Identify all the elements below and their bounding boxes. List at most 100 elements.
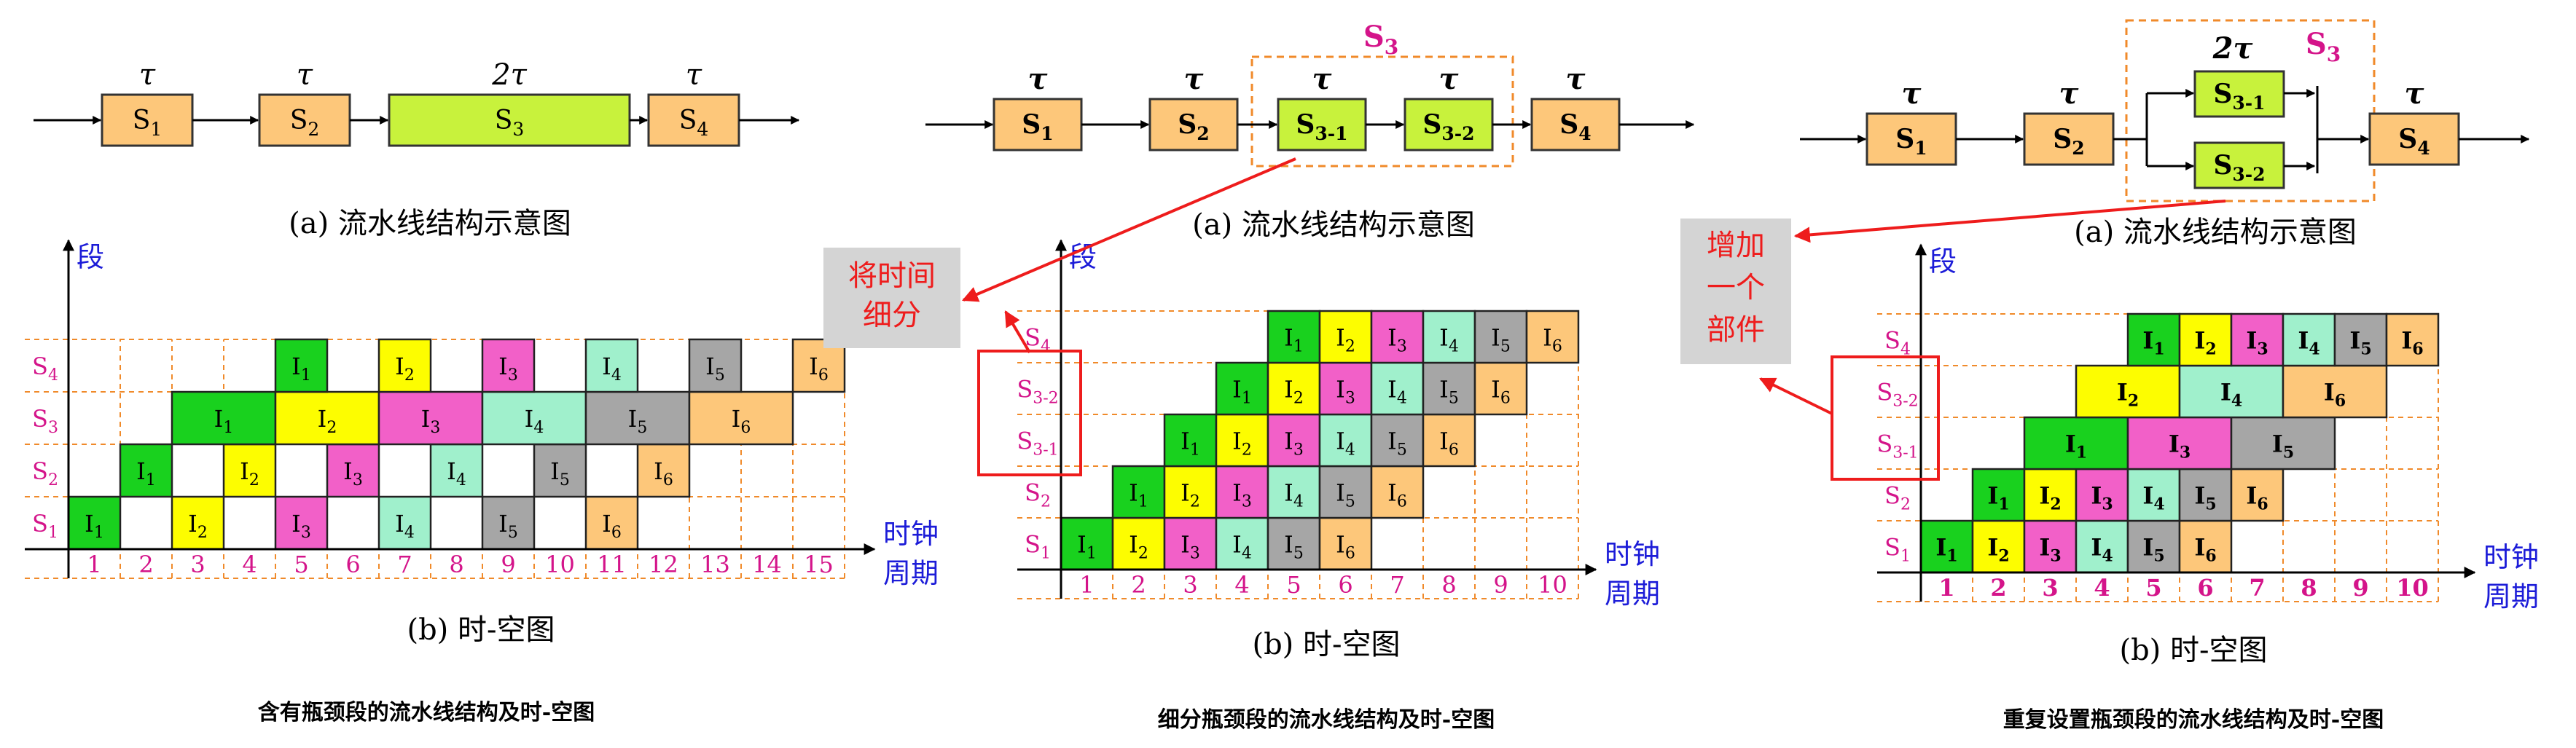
stage-label-5-sub: 4 xyxy=(2417,138,2430,159)
cell-label-1-sub: 1 xyxy=(1087,545,1097,563)
cell-label-3-sub: 3 xyxy=(301,524,311,542)
cell-label-1: I1 xyxy=(136,457,156,489)
stage-label-3-sub: 3-1 xyxy=(1315,123,1347,144)
cell-label-6-sub: 6 xyxy=(1345,545,1355,563)
tick-label: 11 xyxy=(597,551,627,578)
stage-label-3-main: S xyxy=(1296,109,1315,140)
callout-text: 一个 xyxy=(1707,271,1765,304)
cell-1 xyxy=(274,338,329,393)
cell-label-5: I5 xyxy=(628,405,648,437)
cell-label-6: I6 xyxy=(2194,534,2216,566)
cell-label-1-sub: 1 xyxy=(1998,495,2009,514)
tick-label: 6 xyxy=(345,551,360,578)
cell-label-4-main: I xyxy=(1284,479,1293,507)
row-label-sub: 2 xyxy=(1041,493,1051,511)
cell-label-5-sub: 5 xyxy=(715,366,725,385)
stage-tau-2: τ xyxy=(2059,76,2079,111)
stage-label-4: S3-2 xyxy=(2213,150,2265,185)
cell-label-3-main: I xyxy=(1181,531,1190,559)
cell-label-4-sub: 4 xyxy=(2102,547,2113,566)
stage-tau-3: τ xyxy=(1312,62,1332,96)
cell-label-5: I5 xyxy=(2142,534,2164,566)
cell-label-4: I4 xyxy=(1439,324,1459,356)
cell-6 xyxy=(2385,312,2440,367)
cell-label-2: I2 xyxy=(2194,327,2216,359)
row-label: S2 xyxy=(32,457,58,489)
callout-box xyxy=(823,248,960,348)
stage-label-5: S4 xyxy=(2398,124,2430,159)
row-label: S1 xyxy=(1025,531,1051,563)
cell-3 xyxy=(1215,465,1269,519)
row-label-main: S xyxy=(1884,327,1900,355)
stage-label-1-main: S xyxy=(133,106,151,135)
highlight-box xyxy=(1831,355,1940,481)
cell-label-2: I2 xyxy=(1181,479,1200,511)
cell-label-3: I3 xyxy=(2091,482,2113,514)
cell-label-3-sub: 3 xyxy=(430,419,440,437)
cell-label-1: I1 xyxy=(1987,482,2009,514)
stage-tau-3: 2τ xyxy=(491,58,527,92)
cell-label-6-sub: 6 xyxy=(2412,340,2423,359)
tick-label: 3 xyxy=(190,551,205,578)
cell-label-1-main: I xyxy=(2065,430,2076,458)
cell-label-1: I1 xyxy=(1284,324,1304,356)
cell-label-4-sub: 4 xyxy=(2231,392,2242,411)
cell-label-1-sub: 1 xyxy=(1293,338,1304,356)
cell-label-1: I1 xyxy=(1935,534,1957,566)
cell-label-1-sub: 1 xyxy=(1242,390,1252,408)
chart-caption: (b) 时-空图 xyxy=(407,613,555,647)
cell-1 xyxy=(171,390,277,446)
cell-label-1-main: I xyxy=(1987,482,1998,510)
cell-1 xyxy=(1163,413,1218,468)
cell-label-5-main: I xyxy=(1439,376,1449,403)
row-label-main: S xyxy=(32,510,48,538)
cell-label-5-main: I xyxy=(628,405,638,433)
tick-label: 9 xyxy=(2352,574,2368,602)
cell-label-2-main: I xyxy=(395,353,404,380)
group-label: S3 xyxy=(1363,20,1398,59)
cell-label-5-sub: 5 xyxy=(1500,338,1511,356)
cell-label-1: I1 xyxy=(291,353,311,385)
cell-5 xyxy=(1473,310,1528,364)
cell-label-5: I5 xyxy=(1284,531,1304,563)
stage-tau-2: τ xyxy=(297,58,313,92)
group-label-main: S xyxy=(2306,27,2327,61)
cell-label-4-main: I xyxy=(447,457,456,485)
parallel-tau: 2τ xyxy=(2212,31,2253,66)
row-label-sub: 2 xyxy=(1900,496,1911,514)
stage-label-4-sub: 3-2 xyxy=(2232,164,2265,185)
row-label-sub: 4 xyxy=(48,366,58,385)
cell-label-5-main: I xyxy=(1491,324,1500,352)
stage-label-4-sub: 3-2 xyxy=(1441,123,1474,144)
cell-3 xyxy=(1370,310,1425,364)
cell-label-3-main: I xyxy=(2091,482,2102,510)
tick-label: 3 xyxy=(2042,574,2058,602)
cell-1 xyxy=(2023,416,2129,471)
stage-label-2-main: S xyxy=(290,106,308,135)
cell-label-2-main: I xyxy=(2039,482,2050,510)
tick-label: 8 xyxy=(1441,571,1456,599)
tick-label: 5 xyxy=(2145,574,2161,602)
stage-box-4 xyxy=(1404,98,1494,151)
cell-label-2-sub: 2 xyxy=(1998,547,2009,566)
cell-label-2-sub: 2 xyxy=(1138,545,1148,563)
cell-label-4-sub: 4 xyxy=(1345,441,1355,460)
tick-label: 14 xyxy=(752,551,782,578)
cell-label-4: I4 xyxy=(447,457,466,489)
row-label-sub: 1 xyxy=(1041,545,1051,563)
stage-tau-4: τ xyxy=(686,58,702,92)
cell-label-3-sub: 3 xyxy=(1293,441,1304,460)
cell-label-3-sub: 3 xyxy=(1345,390,1355,408)
cell-2 xyxy=(1215,413,1269,468)
cell-label-2: I2 xyxy=(1987,534,2009,566)
cell-label-1-sub: 1 xyxy=(1138,493,1148,511)
cell-label-3: I3 xyxy=(2246,327,2268,359)
cell-2 xyxy=(1971,519,2026,574)
cell-label-6-main: I xyxy=(732,405,741,433)
cell-3 xyxy=(2023,519,2078,574)
stage-label-4-main: S xyxy=(1422,109,1441,140)
cell-2 xyxy=(274,390,380,446)
cell-4 xyxy=(429,443,484,498)
cell-5 xyxy=(1422,361,1476,416)
